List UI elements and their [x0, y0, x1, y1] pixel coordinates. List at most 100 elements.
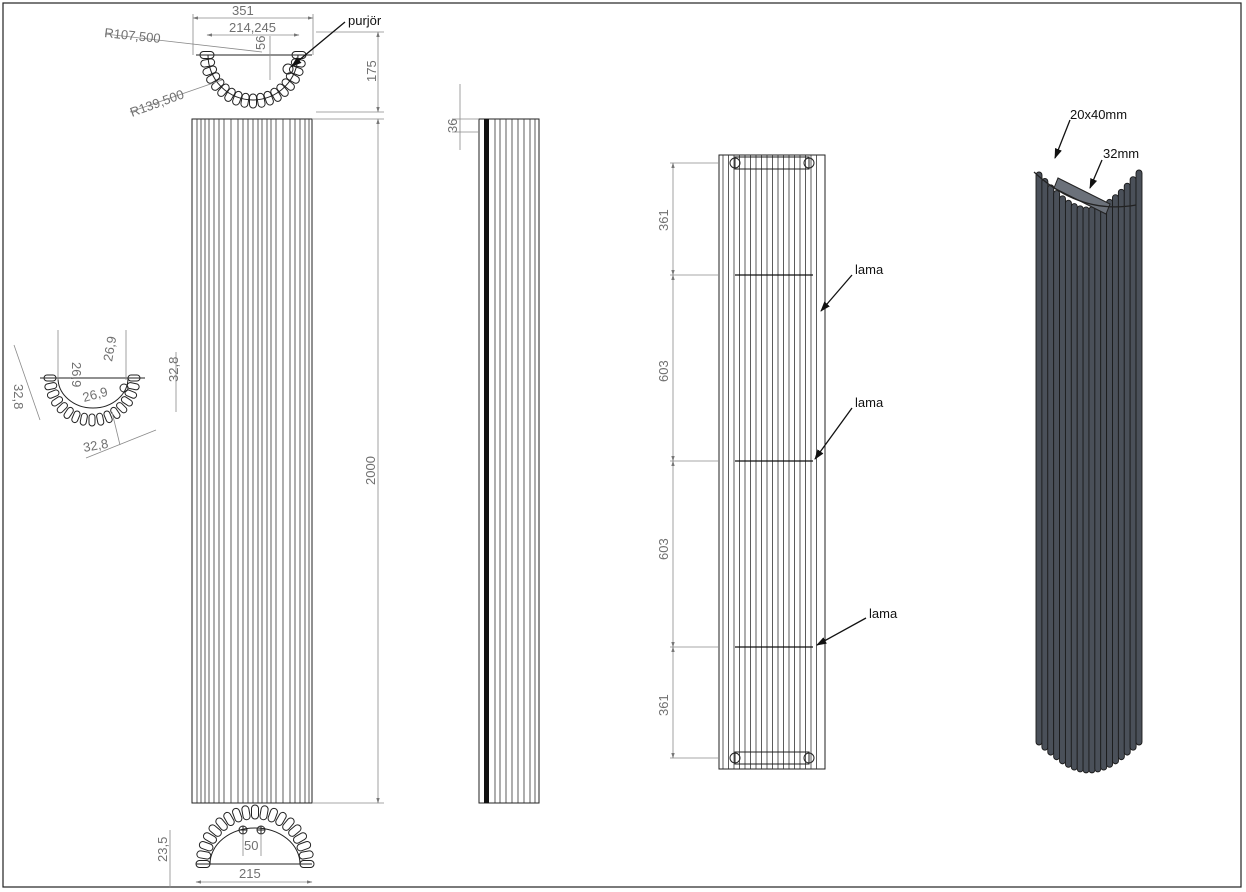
tube — [51, 396, 64, 407]
tube — [198, 841, 214, 852]
side-view: 36 — [445, 84, 540, 804]
purge-label: purjör — [348, 13, 382, 28]
iso-slat — [1076, 205, 1084, 773]
tube — [251, 804, 259, 820]
tube — [270, 87, 282, 102]
tube — [223, 811, 235, 826]
front-view-slat-lines — [196, 119, 310, 803]
iso-slat — [1070, 203, 1078, 771]
tube — [120, 396, 133, 407]
tube — [63, 406, 74, 419]
tube — [200, 58, 216, 68]
tube — [285, 72, 300, 84]
rear-view-slat-lines — [722, 155, 817, 769]
rear-spacing-4: 361 — [656, 694, 671, 716]
tube — [202, 832, 217, 844]
tube — [282, 817, 295, 831]
iso-slat — [1117, 188, 1125, 761]
top-view: 351 214,245 56 R107,500 R139,500 175 pur… — [104, 3, 384, 120]
lama-label-1: lama — [855, 262, 884, 277]
section-detail: 26,9 26,9 32,8 32,8 26,9 32,8 — [11, 330, 181, 459]
iso-slat — [1123, 182, 1131, 756]
tube — [206, 72, 221, 84]
iso-slat — [1088, 206, 1096, 774]
tube — [116, 402, 128, 414]
tube — [71, 410, 81, 424]
iso-slat-size-label: 20x40mm — [1070, 107, 1127, 122]
tube — [208, 824, 222, 837]
top-view-tubes — [199, 51, 307, 109]
rear-spacing-2: 603 — [656, 360, 671, 382]
rear-view: 361 603 603 361 lama lama lama — [656, 154, 898, 770]
tube — [288, 824, 302, 837]
isometric-slats — [1035, 169, 1143, 774]
tube — [196, 850, 212, 860]
rear-spacing-1: 361 — [656, 209, 671, 231]
bottom-view-tubes — [195, 804, 315, 868]
tube — [275, 811, 287, 826]
lama-label-3: lama — [869, 606, 898, 621]
section-dim-b: 26,9 — [100, 335, 119, 363]
section-dim-e: 26,9 — [81, 384, 109, 405]
tube — [202, 65, 218, 76]
bottom-depth-dim: 23,5 — [155, 837, 170, 862]
tube — [79, 412, 88, 426]
iso-slat — [1100, 202, 1108, 771]
iso-slat — [1135, 169, 1143, 746]
bottom-pipe-spacing-dim: 50 — [244, 838, 258, 853]
tube — [232, 807, 243, 823]
bottom-view: 50 23,5 215 — [155, 804, 315, 888]
tube — [126, 382, 140, 391]
iso-slat — [1064, 199, 1072, 768]
iso-slat — [1129, 176, 1137, 751]
iso-slat — [1053, 190, 1061, 761]
tube — [240, 92, 250, 108]
tube — [88, 413, 96, 427]
section-dim-a: 26,9 — [69, 362, 84, 387]
top-depth-dim: 175 — [364, 60, 379, 82]
rear-spacing-3: 603 — [656, 538, 671, 560]
side-thickness-dim: 36 — [445, 119, 460, 133]
tube — [224, 87, 236, 102]
top-width-dim: 351 — [232, 3, 254, 18]
front-height-dim: 2000 — [363, 456, 378, 485]
iso-slat — [1035, 171, 1043, 746]
tube — [256, 92, 266, 108]
tube — [215, 817, 228, 831]
iso-slat — [1094, 204, 1102, 773]
iso-slat — [1112, 194, 1119, 765]
section-detail-tubes — [43, 374, 141, 427]
top-inner-width-dim: 214,245 — [229, 20, 276, 35]
tube — [276, 83, 289, 97]
isometric-view: 20x40mm 32mm — [1033, 107, 1143, 774]
tube — [267, 807, 278, 823]
tube — [96, 412, 105, 426]
top-radius-outer-dim: R139,500 — [128, 86, 186, 119]
tube — [259, 805, 269, 821]
tube — [241, 805, 251, 821]
iso-slat — [1047, 184, 1055, 756]
section-dim-d: 32,8 — [11, 384, 26, 409]
tube — [44, 382, 58, 391]
top-radius-inner-dim: R107,500 — [104, 25, 162, 46]
section-dim-f: 32,8 — [82, 436, 110, 455]
iso-slat — [1059, 195, 1066, 765]
iso-slat — [1041, 178, 1049, 751]
tube — [263, 90, 274, 106]
iso-pipe-size-label: 32mm — [1103, 146, 1139, 161]
tube — [56, 402, 68, 414]
tube — [298, 850, 314, 860]
tube — [249, 93, 257, 109]
front-view: 2000 — [191, 118, 384, 804]
iso-slat — [1106, 198, 1114, 768]
tube — [281, 78, 295, 91]
top-depth-small-dim: 56 — [253, 36, 268, 50]
tube — [46, 389, 60, 399]
tube — [103, 410, 113, 424]
section-dim-c: 32,8 — [166, 357, 181, 382]
side-view-slat-lines — [494, 119, 536, 803]
tube — [293, 832, 308, 844]
tube — [232, 90, 243, 106]
lama-label-2: lama — [855, 395, 884, 410]
